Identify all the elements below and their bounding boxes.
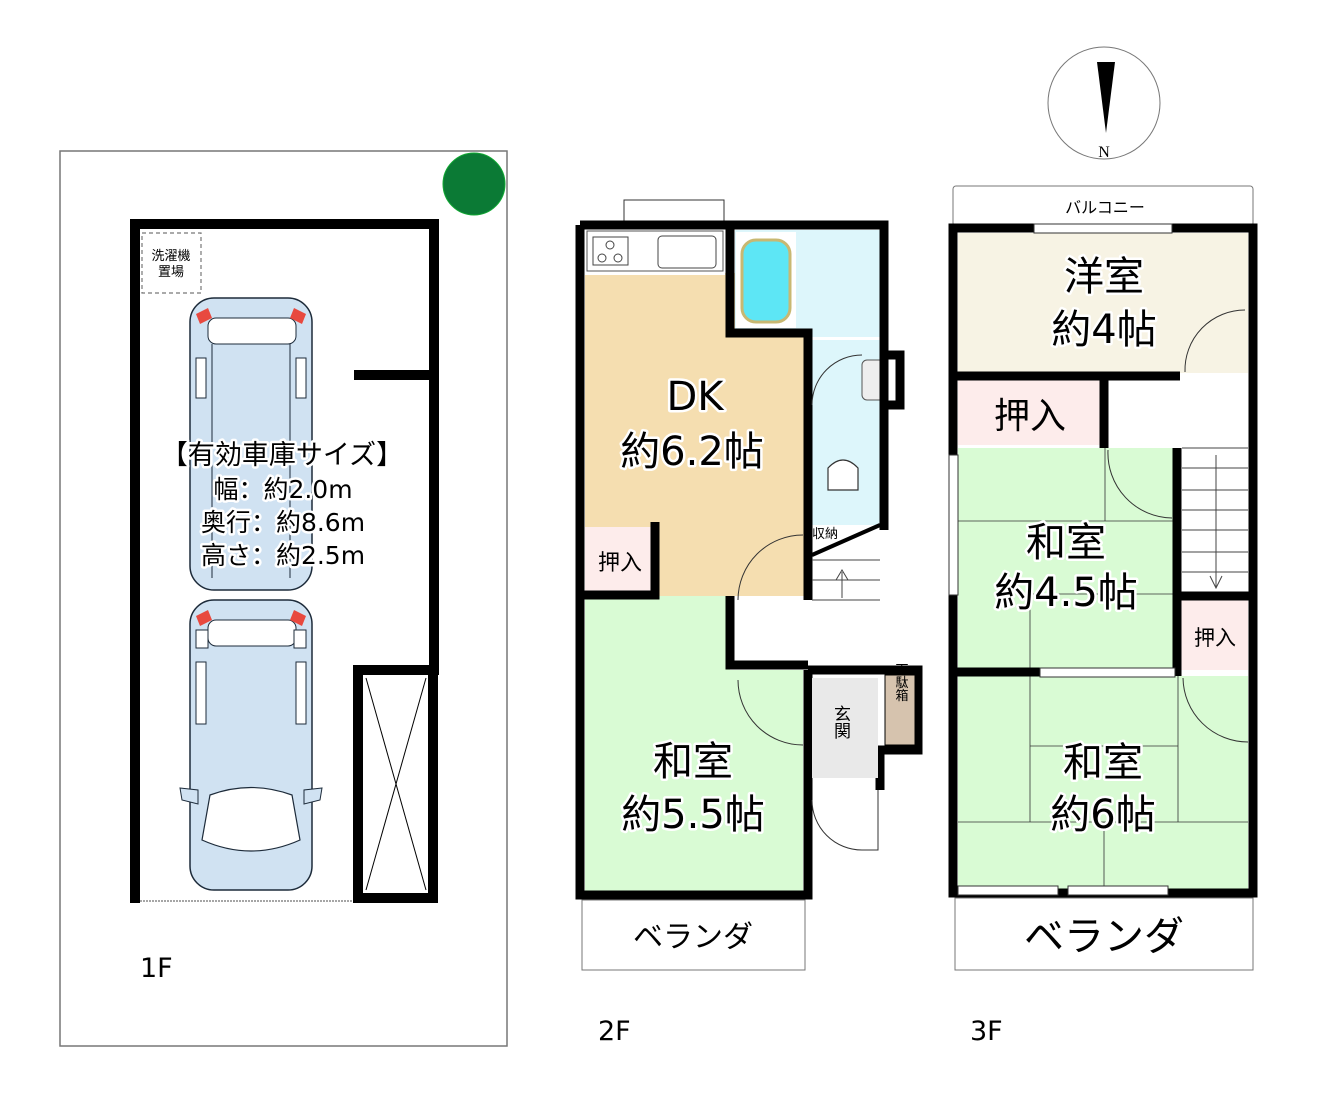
car-icon [179,599,323,891]
shoe-box [884,674,916,746]
washer-area [141,232,202,294]
washer-area-label-1: 洗濯機 [151,249,190,264]
kitchen-sink-icon [657,235,717,269]
floor-label-1f: 1F [140,953,173,984]
veranda-label-3f: ベランダ [1024,914,1184,960]
closet-label-2f: 押入 [598,551,642,576]
car-icon [189,297,313,591]
toilet-icon [827,459,859,491]
room-name-washitsu-2f: 和室 [653,739,733,785]
room-name-yoshitsu: 洋室 [1064,254,1144,300]
closet-top-3f [958,380,1100,445]
room-size-washitsu-6: 約6帖 [1050,792,1155,838]
room-size-washitsu-4-5: 約4.5帖 [994,570,1138,616]
floor-label-2f: 2F [598,1016,631,1047]
room-size-dk: 約6.2帖 [620,429,764,475]
room-washitsu-4-5 [958,448,1173,670]
closet-2f [585,527,655,592]
garage-info-depth: 奥行：約8.6m [201,508,365,537]
room-size-yoshitsu: 約4帖 [1051,307,1156,353]
staircase [811,523,881,601]
balcony-label: バルコニー [1065,198,1145,217]
room-washitsu-2f [585,596,730,891]
floor-1f: 洗濯機 置場 【有効車庫サイ [59,150,508,1047]
floor-3f: バルコニー [948,185,1258,1047]
entrance-floor [812,678,878,778]
closet-right-3f [1180,600,1248,670]
floor-2f: DK 約6.2帖 押入 収納 和室 約5.5帖 玄関 下駄箱 ベランダ 2F [575,199,923,1047]
tree-icon [442,152,506,216]
room-name-washitsu-4-5: 和室 [1026,520,1106,566]
veranda-2f [581,899,806,971]
staircase-3f [1182,447,1248,590]
shoe-box-label: 下駄箱 [893,663,909,702]
washer-area-label-2: 置場 [158,265,184,280]
garage-info-height: 高さ：約2.5m [201,541,365,570]
garage-info-title: 【有効車庫サイズ】 [161,440,403,471]
closet-right-label-3f: 押入 [1194,626,1236,650]
veranda-3f [954,897,1254,971]
garage-size-info: 【有効車庫サイズ】 幅：約2.0m 奥行：約8.6m 高さ：約2.5m [158,438,405,573]
garage-info-width: 幅：約2.0m [213,475,352,504]
site-boundary [59,150,508,1047]
bathtub-icon [740,238,792,324]
room-name-washitsu-6: 和室 [1063,740,1143,786]
entrance-label: 玄関 [830,705,850,739]
veranda-label-2f: ベランダ [633,920,753,955]
compass: N [1047,46,1161,161]
room-washitsu-6 [958,676,1248,891]
floor-label-3f: 3F [970,1016,1003,1047]
north-arrow-icon [1097,62,1115,133]
room-name-dk: DK [666,374,725,420]
storage-label: 収納 [812,527,838,542]
stove-icon [592,236,629,266]
compass-label: N [1098,144,1110,161]
room-size-washitsu-2f: 約5.5帖 [621,792,765,838]
room-yoshitsu [958,233,1248,373]
closet-top-label-3f: 押入 [994,396,1066,437]
